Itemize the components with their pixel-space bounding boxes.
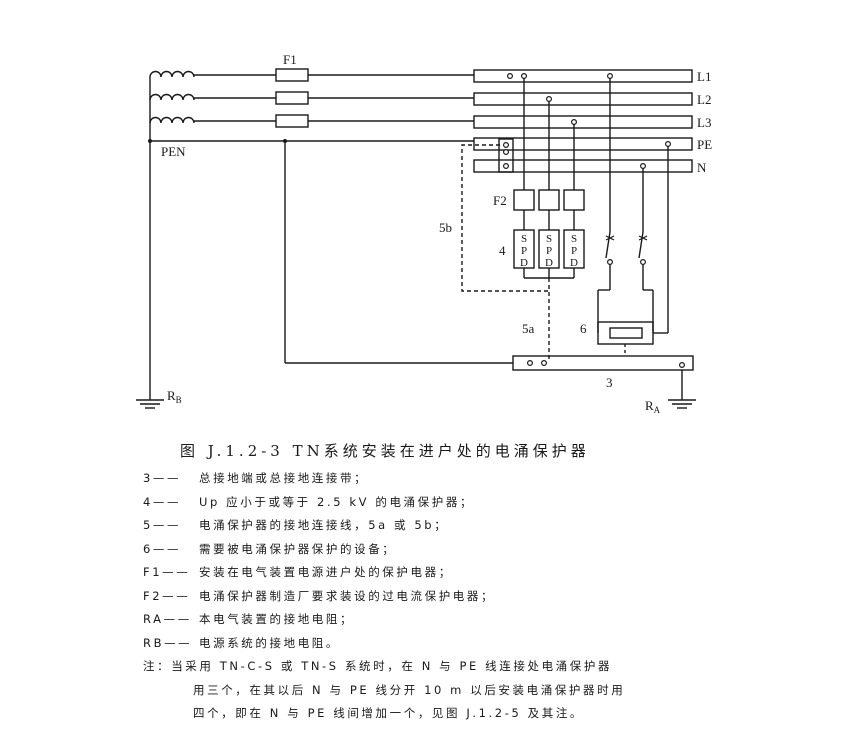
legend-code: RB—— — [143, 635, 193, 650]
protected-equipment — [597, 321, 654, 345]
label-4: 4 — [499, 243, 506, 258]
legend-item: 6—— 需要被电涌保护器保护的设备； — [143, 538, 783, 562]
spd-letter: D — [545, 257, 553, 269]
fuse-f1-l1 — [275, 68, 309, 82]
spd-letter: P — [571, 245, 577, 257]
spd-letter: D — [570, 257, 578, 269]
fuse-f2-2 — [538, 189, 560, 211]
legend-item: RA—— 本电气装置的接地电阻； — [143, 608, 783, 632]
label-f2: F2 — [493, 193, 507, 208]
label-l3: L3 — [697, 115, 711, 130]
note-line: 四个，即在 N 与 PE 线间增加一个，见图 J.1.2-5 及其注。 — [193, 706, 585, 720]
legend-text: Up 应小于或等于 2.5 kV 的电涌保护器； — [199, 494, 475, 509]
legend-text: 电涌保护器的接地连接线，5a 或 5b； — [199, 518, 449, 532]
note-line: 用三个，在其以后 N 与 PE 线分开 10 m 以后安装电涌保护器时用 — [193, 682, 626, 697]
winding-l1 — [149, 70, 195, 78]
earth-connection-5b — [461, 144, 549, 292]
legend-item: 5—— 电涌保护器的接地连接线，5a 或 5b； — [143, 514, 783, 538]
legend-code: 3—— — [143, 471, 182, 485]
label-l1: L1 — [697, 69, 711, 84]
label-n: N — [697, 160, 707, 175]
fuse-f1-l2 — [275, 91, 309, 105]
fuse-f2-3 — [563, 189, 585, 211]
fuse-f2-1 — [513, 189, 535, 211]
legend-item: F2—— 电涌保护器制造厂要求装设的过电流保护电器； — [143, 585, 783, 609]
label-5b: 5b — [439, 220, 452, 235]
pe-n-link — [498, 138, 514, 173]
label-f1: F1 — [283, 52, 297, 67]
legend-text: 本电气装置的接地电阻； — [199, 612, 355, 626]
legend-text: 电源系统的接地电阻。 — [199, 635, 340, 650]
note-line: 注：当采用 TN-C-S 或 TN-S 系统时，在 N 与 PE 线连接处电涌保… — [143, 659, 613, 673]
label-ra: RA — [645, 398, 661, 415]
legend-code: RA—— — [143, 612, 192, 626]
spd-letter: P — [546, 245, 552, 257]
label-rb: RB — [167, 388, 182, 405]
busbar-l1 — [473, 69, 693, 83]
busbar-pe — [473, 137, 693, 151]
legend-item: F1—— 安装在电气装置电源进户处的保护电器； — [143, 561, 783, 585]
main-earthing-terminal — [512, 355, 694, 371]
spd-letter: P — [521, 245, 527, 257]
spd-letter: S — [521, 233, 527, 245]
legend-text: 总接地端或总接地连接带； — [199, 471, 369, 485]
legend-code: F1—— — [143, 565, 191, 579]
legend-text: 电涌保护器制造厂要求装设的过电流保护电器； — [199, 588, 496, 603]
busbar-l2 — [473, 92, 693, 106]
legend-item: 4—— Up 应小于或等于 2.5 kV 的电涌保护器； — [143, 491, 783, 515]
legend: 3—— 总接地端或总接地连接带； 4—— Up 应小于或等于 2.5 kV 的电涌保… — [143, 467, 783, 726]
figure-caption: 图 J.1.2-3 TN系统安装在进户处的电涌保护器 — [180, 442, 590, 460]
busbar-l3 — [473, 115, 693, 129]
label-5a: 5a — [522, 321, 535, 336]
label-6: 6 — [580, 321, 587, 336]
winding-l3 — [149, 116, 195, 124]
legend-text: 安装在电气装置电源进户处的保护电器； — [199, 565, 453, 579]
label-3: 3 — [606, 375, 613, 390]
legend-code: F2—— — [143, 588, 191, 603]
spd-letter: S — [571, 233, 577, 245]
legend-code: 6—— — [143, 541, 182, 556]
legend-text: 需要被电涌保护器保护的设备； — [199, 541, 397, 556]
legend-item: 3—— 总接地端或总接地连接带； — [143, 467, 783, 491]
spd-letter: S — [546, 233, 552, 245]
winding-l2 — [149, 93, 195, 101]
label-pen: PEN — [161, 144, 186, 159]
legend-item: RB—— 电源系统的接地电阻。 — [143, 632, 783, 656]
junction-dot — [148, 139, 152, 143]
terminal-dot — [507, 72, 514, 79]
fuse-f1-l3 — [275, 114, 309, 128]
legend-code: 5—— — [143, 518, 182, 532]
legend-code: 4—— — [143, 494, 182, 509]
tn-system-spd-diagram: F1 L1 L2 L3 PE N PEN F2 4 5b 5a 6 3 S P … — [136, 52, 712, 415]
spd-letter: D — [520, 257, 528, 269]
label-pe: PE — [697, 137, 712, 152]
label-l2: L2 — [697, 92, 711, 107]
busbar-n — [473, 159, 693, 173]
